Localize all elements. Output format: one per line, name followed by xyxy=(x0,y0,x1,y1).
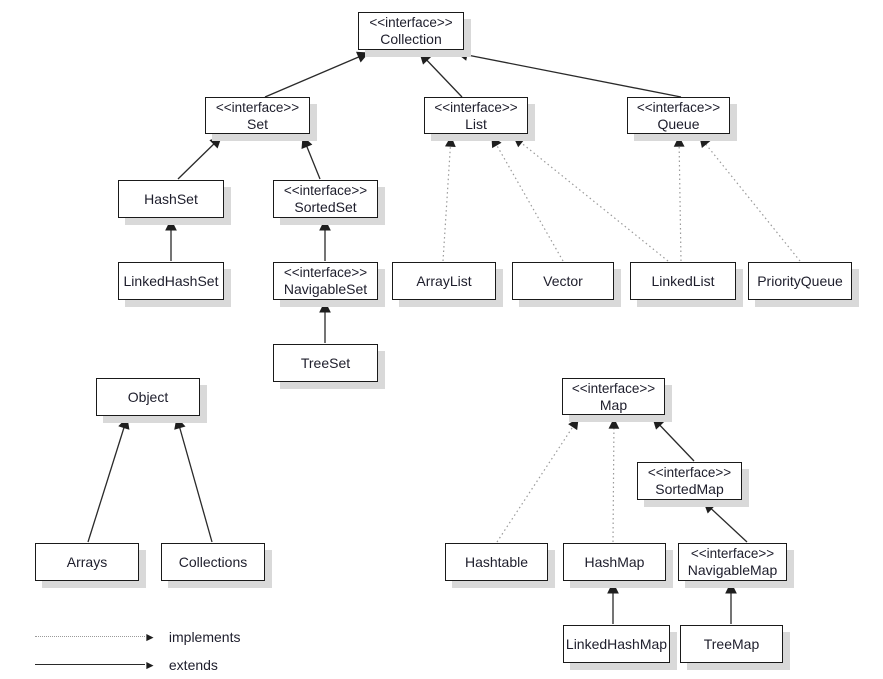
node-sortedmap: <<interface>>SortedMap xyxy=(637,462,742,500)
node-sortedset: <<interface>>SortedSet xyxy=(273,180,378,218)
node-label: Set xyxy=(246,115,268,132)
implements-line xyxy=(35,636,145,637)
node-linkedhashmap: LinkedHashMap xyxy=(563,625,670,663)
edge-queue-collection xyxy=(455,49,682,98)
stereotype-label: <<interface>> xyxy=(647,465,732,480)
node-object: Object xyxy=(96,378,200,416)
node-label: NavigableSet xyxy=(283,281,368,297)
stereotype-label: <<interface>> xyxy=(636,99,721,115)
node-priorityqueue: PriorityQueue xyxy=(748,262,852,300)
stereotype-label: <<interface>> xyxy=(215,99,300,115)
legend-label-extends: extends xyxy=(168,656,218,673)
legend-extends: ► extends xyxy=(35,656,240,673)
node-map: <<interface>>Map xyxy=(562,378,665,415)
node-collection: <<interface>>Collection xyxy=(358,12,464,50)
edge-vector-list xyxy=(491,136,564,262)
edge-hashmap-map xyxy=(608,417,620,543)
node-label: Collection xyxy=(380,31,442,47)
stereotype-label: <<interface>> xyxy=(283,183,368,198)
node-label: List xyxy=(465,115,487,132)
legend: ► implements ► extends xyxy=(35,628,241,673)
node-label: ArrayList xyxy=(416,273,472,289)
edge-sortedmap-map xyxy=(652,417,695,462)
node-linkedlist: LinkedList xyxy=(630,262,736,300)
node-linkedhashset: LinkedHashSet xyxy=(118,262,224,300)
node-hashset: HashSet xyxy=(118,180,224,218)
extends-line xyxy=(35,664,145,665)
node-navigableset: <<interface>>NavigableSet xyxy=(273,262,378,300)
node-label: Hashtable xyxy=(464,554,529,570)
node-hashtable: Hashtable xyxy=(445,543,548,581)
edge-collections-object xyxy=(174,416,213,543)
stereotype-label: <<interface>> xyxy=(571,380,656,396)
edge-hashtable-map xyxy=(496,418,579,543)
node-label: HashSet xyxy=(144,191,198,207)
node-hashmap: HashMap xyxy=(563,543,666,581)
node-treemap: TreeMap xyxy=(680,625,783,663)
arrowhead-icon: ► xyxy=(144,657,156,672)
node-set: <<interface>>Set xyxy=(205,97,310,134)
node-label: PriorityQueue xyxy=(757,273,843,289)
node-label: Arrays xyxy=(66,554,108,570)
node-label: SortedSet xyxy=(294,199,357,215)
edge-linkedlist-queue xyxy=(673,135,685,262)
legend-label-implements: implements xyxy=(168,628,241,645)
node-queue: <<interface>>Queue xyxy=(627,97,730,134)
arrowhead-icon: ► xyxy=(144,629,156,644)
node-treeset: TreeSet xyxy=(273,344,378,382)
node-label: HashMap xyxy=(584,554,645,570)
node-vector: Vector xyxy=(512,262,614,300)
node-list: <<interface>>List xyxy=(424,97,528,134)
stereotype-label: <<interface>> xyxy=(434,99,518,115)
node-label: Map xyxy=(599,396,628,413)
edge-arraylist-list xyxy=(442,135,456,262)
node-navigablemap: <<interface>>NavigableMap xyxy=(678,543,787,581)
legend-implements: ► implements xyxy=(35,628,241,645)
stereotype-label: <<interface>> xyxy=(283,265,368,280)
node-label: TreeSet xyxy=(300,355,351,371)
node-label: Vector xyxy=(543,273,583,289)
edge-set-collection xyxy=(264,51,370,98)
node-collections: Collections xyxy=(161,543,265,581)
node-label: LinkedHashSet xyxy=(123,273,219,289)
node-label: TreeMap xyxy=(703,636,760,652)
edge-sortedset-set xyxy=(301,135,321,180)
edge-arrays-object xyxy=(87,416,130,543)
node-label: SortedMap xyxy=(655,481,724,497)
edge-hashset-set xyxy=(177,136,222,180)
node-arrays: Arrays xyxy=(35,543,139,581)
edge-priorityqueue-queue xyxy=(699,136,801,262)
node-label: LinkedList xyxy=(651,273,715,289)
stereotype-label: <<interface>> xyxy=(369,15,453,30)
node-arraylist: ArrayList xyxy=(392,262,496,300)
node-label: Collections xyxy=(178,554,248,570)
edge-list-collection xyxy=(419,52,463,98)
node-label: Object xyxy=(127,389,169,405)
node-label: NavigableMap xyxy=(687,562,778,578)
edge-navigablemap-sortedmap xyxy=(703,501,748,543)
stereotype-label: <<interface>> xyxy=(690,546,775,561)
edge-linkedlist-list xyxy=(513,136,669,262)
node-label: Queue xyxy=(657,115,700,132)
node-label: LinkedHashMap xyxy=(565,636,668,652)
